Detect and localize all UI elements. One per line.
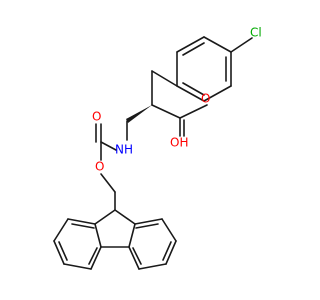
bond [71, 223, 95, 229]
bond [53, 240, 65, 265]
bond [94, 223, 102, 248]
bond [165, 240, 177, 265]
bond [182, 42, 205, 56]
bond [100, 141, 117, 151]
bond [176, 85, 205, 102]
bond [134, 218, 163, 225]
bond [63, 263, 92, 270]
acid-carbonyl-oxygen-label: O [201, 92, 210, 106]
bond [176, 36, 205, 53]
bond [132, 247, 142, 265]
bond [128, 246, 140, 270]
bond [182, 82, 205, 96]
bond [138, 263, 167, 270]
bond [88, 247, 98, 265]
bond [58, 241, 68, 261]
bond [53, 218, 69, 242]
chlorophenyl-ring [176, 36, 232, 102]
bond [151, 104, 181, 119]
bond [151, 70, 178, 87]
bond [203, 85, 232, 102]
bond [114, 209, 136, 225]
carbamate-carbonyl-oxygen-label: O [92, 110, 101, 124]
bond [67, 218, 96, 225]
molecule-structure: Cl O OH NH O O [53, 26, 262, 270]
bond [100, 173, 116, 193]
bond [230, 37, 253, 53]
bond [203, 36, 232, 53]
bond [94, 209, 116, 225]
bond [90, 246, 102, 270]
fluorenyl-group [53, 209, 177, 270]
amine-label: NH [115, 143, 133, 157]
wedge-bond [126, 105, 152, 123]
bond [179, 104, 208, 119]
hydroxyl-label: OH [170, 136, 188, 150]
bond [135, 223, 159, 229]
ester-oxygen-label: O [95, 160, 104, 174]
bond [128, 223, 136, 248]
chlorine-atom-label: Cl [250, 26, 262, 40]
bond [161, 218, 177, 242]
bond [162, 241, 172, 261]
